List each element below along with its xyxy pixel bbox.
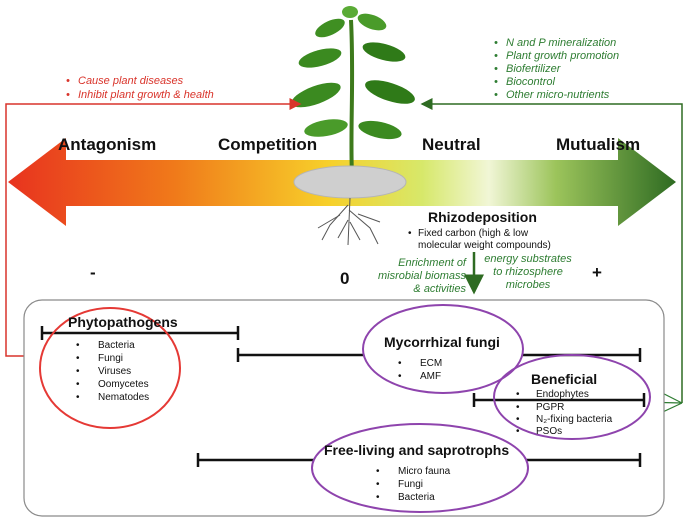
sign-minus: - [90, 263, 96, 282]
free-living-list: • Micro fauna • Fungi • Bacteria [376, 466, 451, 503]
svg-text:•: • [494, 37, 498, 49]
svg-text:•: • [398, 358, 402, 369]
energy-line: energy substrates [484, 253, 572, 265]
list-item: Nematodes [98, 392, 149, 403]
list-item: Fungi [398, 479, 423, 490]
phytopathogens-list: • Bacteria • Fungi • Viruses • Oomycetes • Ne… [76, 340, 149, 403]
sign-plus: + [592, 263, 602, 282]
beneficial-effect-item: N and P mineralization [506, 37, 616, 49]
roots-illustration [317, 197, 381, 246]
harmful-effect-item: Inhibit plant growth & health [78, 89, 214, 101]
list-item: Bacteria [398, 492, 435, 503]
beneficial-effect-item: Plant growth promotion [506, 50, 619, 62]
svg-text:•: • [516, 402, 520, 413]
svg-text:•: • [494, 76, 498, 88]
sign-zero: 0 [340, 269, 349, 288]
plant-illustration [291, 6, 415, 176]
svg-text:•: • [76, 340, 80, 351]
svg-text:•: • [76, 353, 80, 364]
rhizodeposition-line2: molecular weight compounds) [418, 240, 551, 251]
svg-text:•: • [494, 63, 498, 75]
beneficial-effect-item: Biofertilizer [506, 63, 562, 75]
svg-text:•: • [66, 75, 70, 87]
list-item: Bacteria [98, 340, 135, 351]
harmful-effects-list: • Cause plant diseases • Inhibit plant g… [66, 75, 214, 101]
enrichment-line: & activities [413, 283, 466, 295]
scale-label-mutualism: Mutualism [556, 135, 640, 154]
svg-text:•: • [76, 379, 80, 390]
scale-label-neutral: Neutral [422, 135, 481, 154]
svg-text:•: • [376, 492, 380, 503]
svg-text:•: • [398, 371, 402, 382]
svg-text:•: • [516, 426, 520, 437]
list-item: N₂-fixing bacteria [536, 414, 613, 425]
rhizodeposition-line1: Fixed carbon (high & low [418, 228, 529, 239]
svg-text:•: • [494, 50, 498, 62]
energy-line: microbes [506, 279, 551, 291]
list-item: AMF [420, 371, 441, 382]
svg-text:•: • [494, 89, 498, 101]
svg-text:•: • [516, 414, 520, 425]
enrichment-line: misrobial biomass [378, 270, 467, 282]
beneficial-effects-list: • N and P mineralization • Plant growth … [494, 37, 619, 101]
rhizodeposition-title: Rhizodeposition [428, 209, 537, 225]
svg-text:•: • [516, 389, 520, 400]
mycorrhizal-title: Mycorrhizal fungi [384, 334, 500, 350]
list-item: Endophytes [536, 389, 589, 400]
svg-text:•: • [408, 228, 412, 239]
phytopathogens-ellipse [39, 307, 181, 429]
enrichment-line: Enrichment of [398, 257, 467, 269]
rhizosphere-soil [293, 165, 407, 199]
mycorrhizal-ellipse [362, 304, 524, 394]
beneficial-effect-item: Other micro-nutrients [506, 89, 610, 101]
scale-label-competition: Competition [218, 135, 317, 154]
scale-label-antagonism: Antagonism [58, 135, 156, 154]
energy-line: to rhizosphere [493, 266, 563, 278]
list-item: ECM [420, 358, 442, 369]
beneficial-effect-item: Biocontrol [506, 76, 555, 88]
svg-text:•: • [376, 466, 380, 477]
svg-text:•: • [66, 89, 70, 101]
free-living-title: Free-living and saprotrophs [324, 442, 509, 458]
free-living-ellipse [311, 423, 529, 513]
mycorrhizal-list: • ECM • AMF [398, 358, 442, 382]
beneficial-connector-arrow [420, 98, 683, 403]
beneficial-title: Beneficial [531, 371, 597, 387]
beneficial-list: • Endophytes • PGPR • N₂-fixing bacteria • P… [516, 389, 613, 437]
phytopathogens-title: Phytopathogens [68, 314, 178, 330]
beneficial-ellipse [493, 354, 651, 440]
list-item: Oomycetes [98, 379, 149, 390]
list-item: PGPR [536, 402, 564, 413]
svg-text:•: • [76, 392, 80, 403]
svg-text:•: • [76, 366, 80, 377]
harmful-effect-item: Cause plant diseases [78, 75, 184, 87]
list-item: PSOs [536, 426, 562, 437]
list-item: Fungi [98, 353, 123, 364]
svg-text:•: • [376, 479, 380, 490]
list-item: Micro fauna [398, 466, 451, 477]
list-item: Viruses [98, 366, 131, 377]
